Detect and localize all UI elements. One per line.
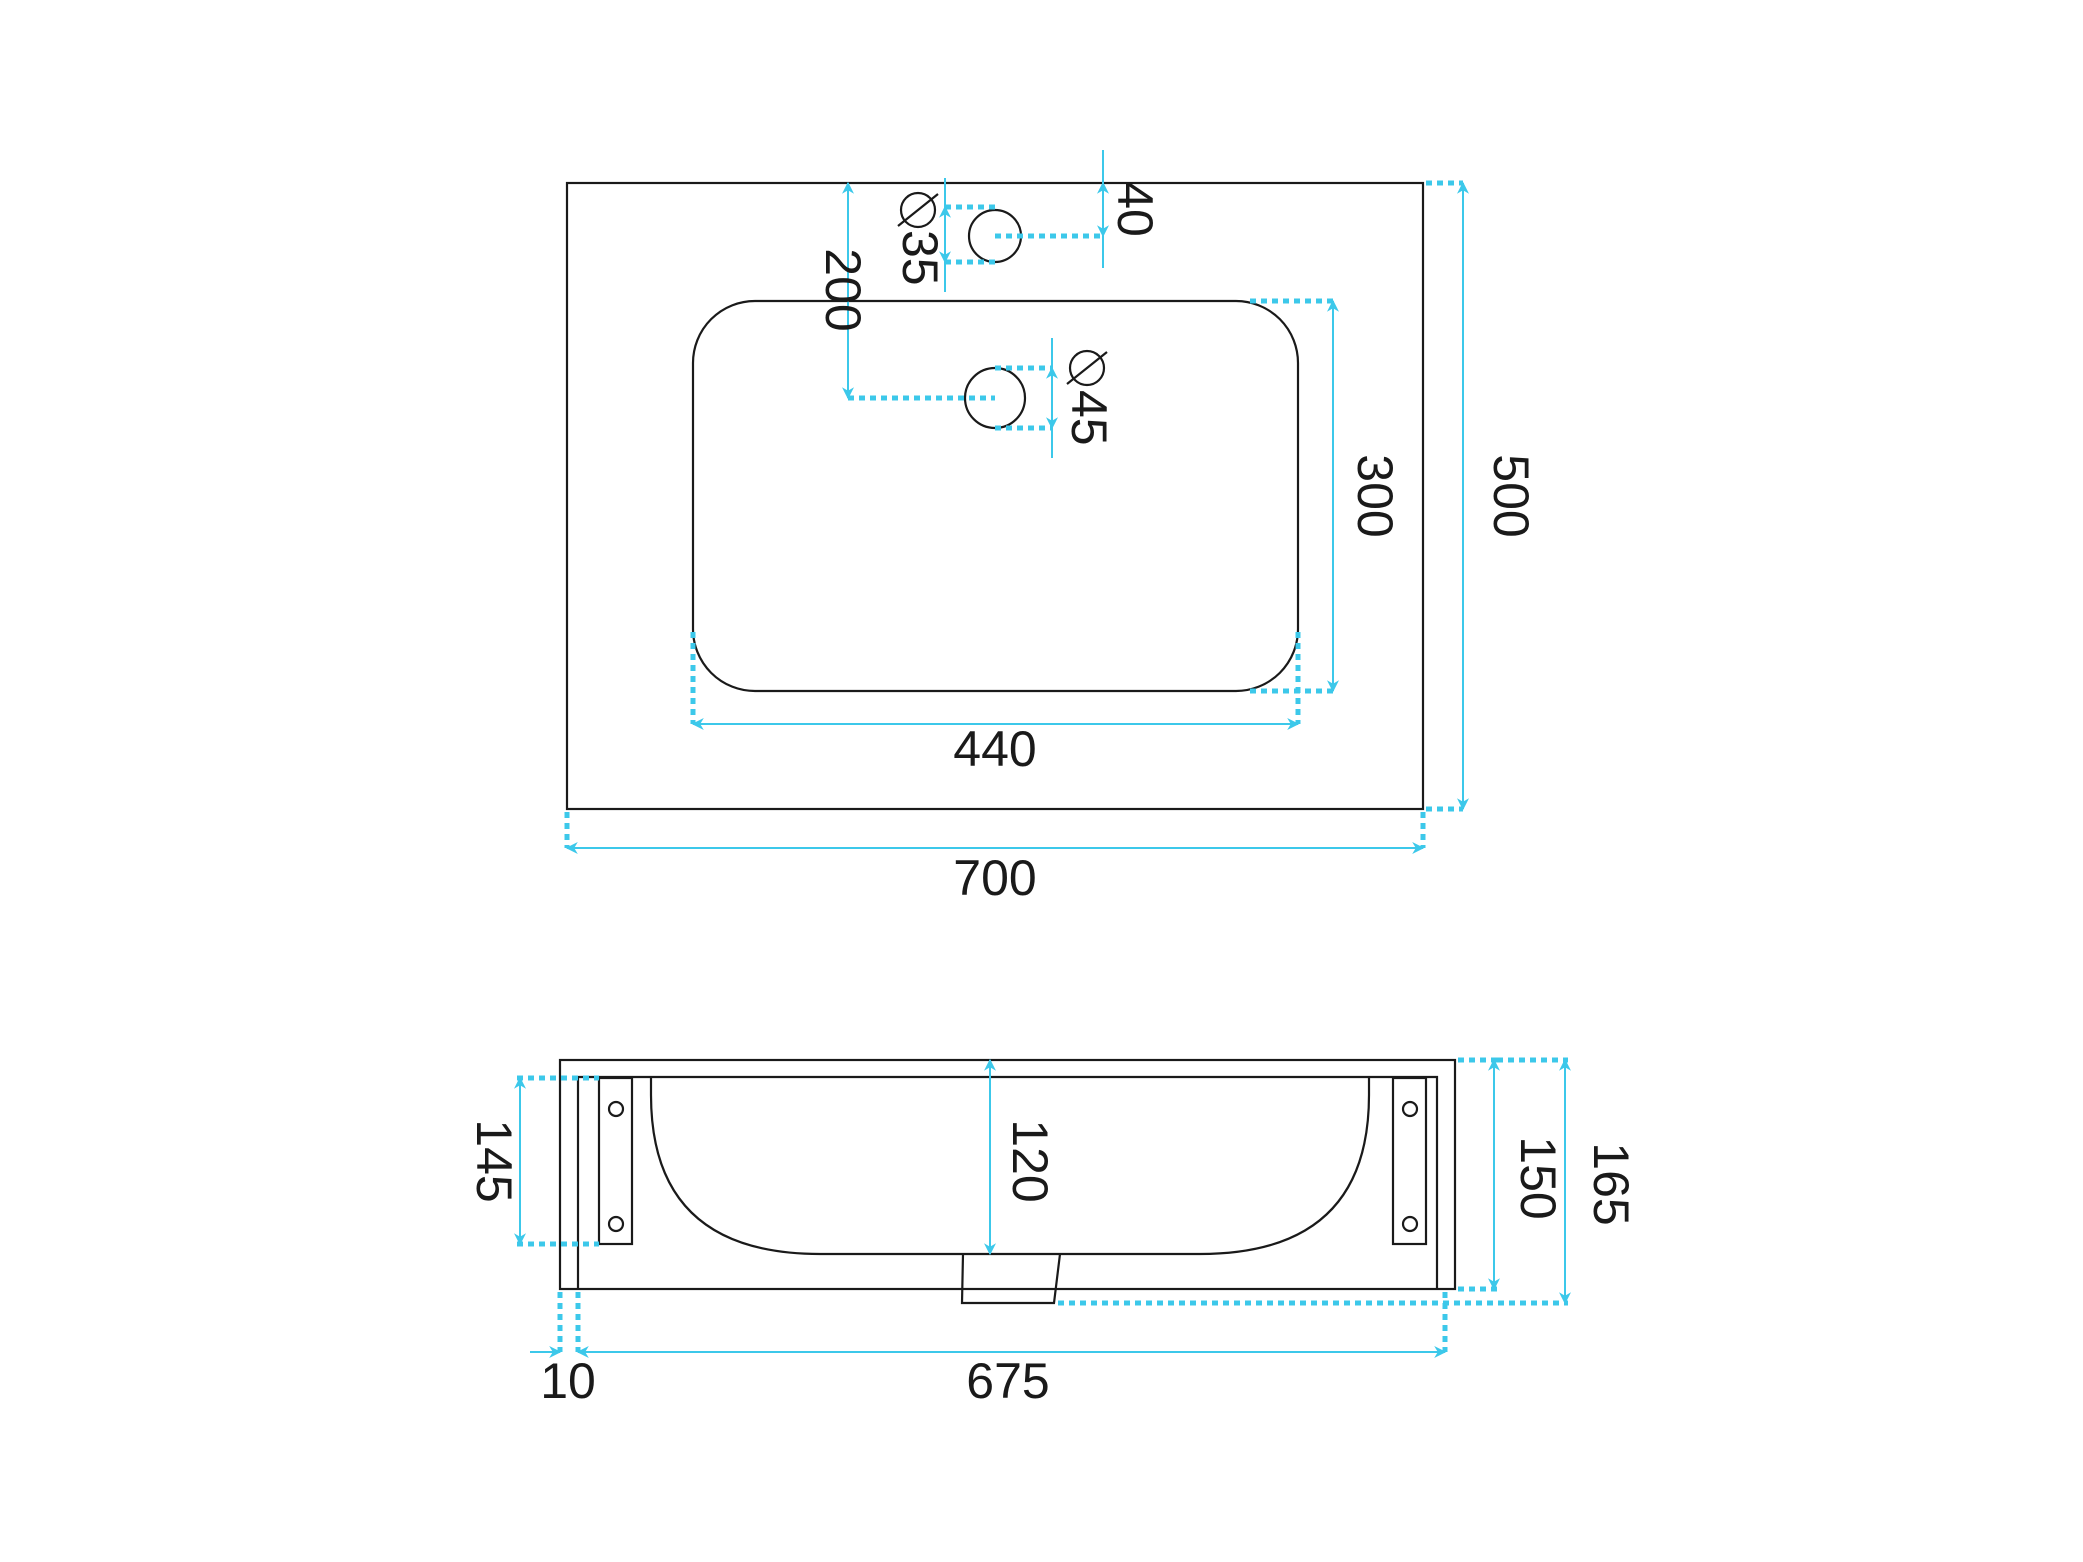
dim-35-label: 35: [892, 230, 948, 286]
dim-40-label: 40: [1107, 181, 1163, 237]
dim-10-label: 10: [540, 1353, 596, 1409]
dim-500-extension: [1426, 180, 1463, 812]
dim-120-label: 120: [1002, 1119, 1058, 1202]
dim-165-label: 165: [1583, 1142, 1639, 1225]
dim-700-label: 700: [953, 850, 1036, 906]
dim-45-extension: [995, 365, 1052, 431]
dim-bottom-extension: [557, 1292, 1448, 1352]
dim-300-extension: [1250, 298, 1333, 694]
dim-440-label: 440: [953, 721, 1036, 777]
side-waste-outlet: [960, 1253, 1062, 1305]
dim-145-extension: [517, 1075, 599, 1247]
countertop-outline: [565, 181, 1425, 811]
dim-500-label: 500: [1483, 454, 1539, 537]
dim-150-extension: [1458, 1057, 1497, 1292]
side-bowl-profile: [649, 1077, 1371, 1256]
dim-145-label: 145: [466, 1119, 522, 1202]
right-bracket: [1391, 1076, 1428, 1246]
dim-440-extension: [690, 632, 1301, 724]
side-view: 145 120 150 165 10 675: [466, 1057, 1639, 1409]
dim-300-label: 300: [1347, 454, 1403, 537]
dim-165-extension: [1058, 1057, 1568, 1306]
dim-35-extension: [945, 204, 995, 265]
dim-150-label: 150: [1510, 1136, 1566, 1219]
bowl-outline: [691, 299, 1300, 693]
dim-675-label: 675: [966, 1353, 1049, 1409]
top-view: 700 500 440 300 40 35 200: [564, 150, 1539, 906]
dim-700-extension: [564, 812, 1426, 848]
side-inner-outline: [576, 1075, 1439, 1289]
dim-200-label: 200: [815, 248, 871, 331]
dim-45-label: 45: [1061, 390, 1117, 446]
diameter-45-icon: [1066, 349, 1108, 387]
diameter-35-icon: [897, 191, 939, 229]
left-bracket: [597, 1076, 634, 1246]
side-body-outline: [558, 1058, 1457, 1291]
